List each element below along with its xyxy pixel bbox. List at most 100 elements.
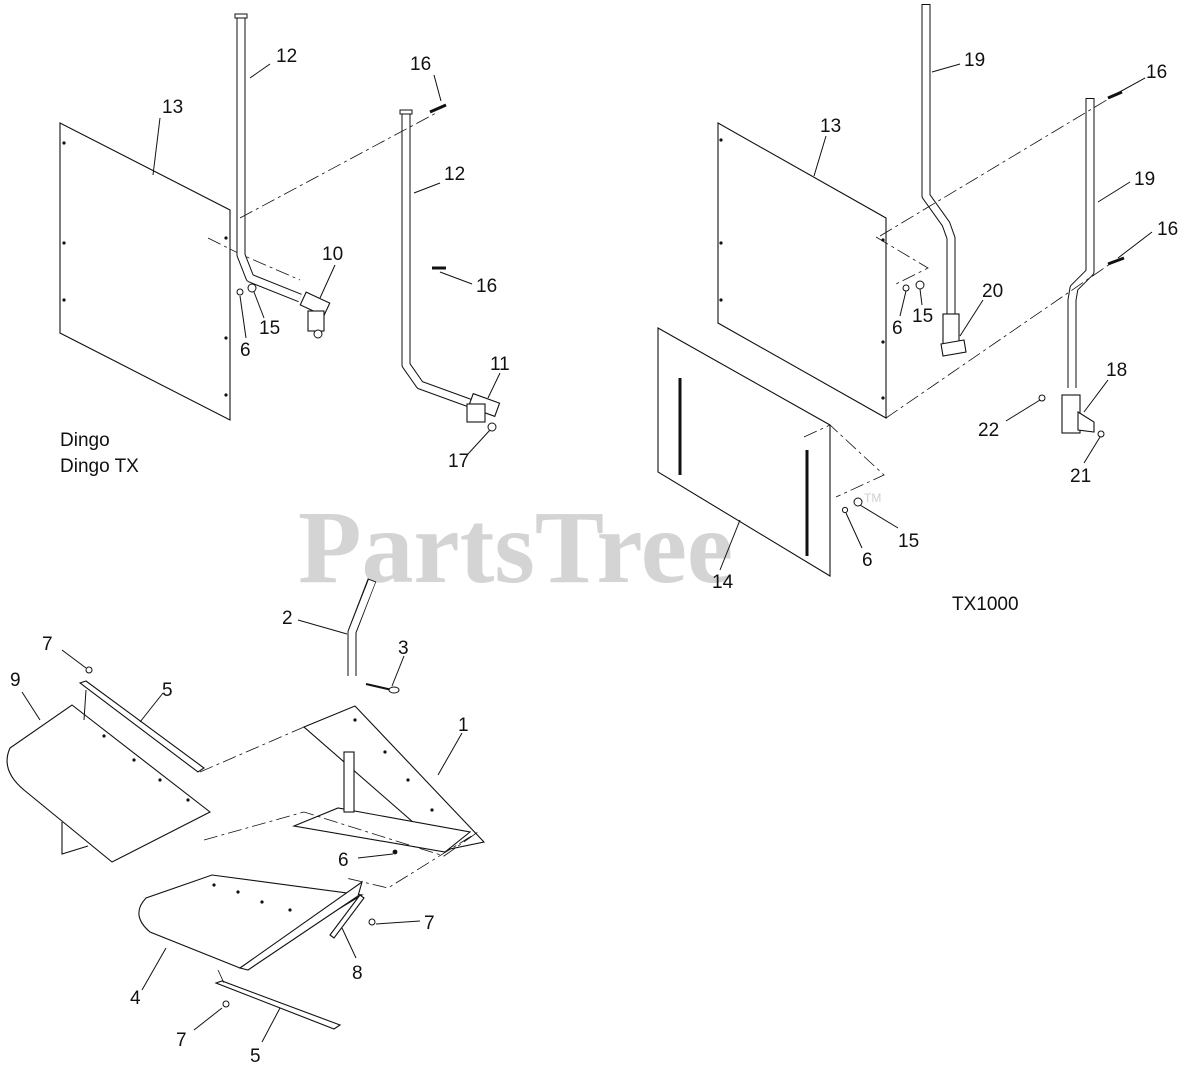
alignment-line-tx-bottom [885,263,1111,419]
leader-7-right [375,920,421,925]
strip-5-bottom [214,980,342,1030]
pin-16-tx-top [1107,90,1123,100]
alignment-line-tx-top [879,97,1111,237]
leader-8 [341,927,357,959]
callout-15-tx: 15 [912,306,933,327]
callout-2: 2 [282,608,293,629]
bracket-1-bottom [292,807,472,853]
leader-6-deck [357,853,394,859]
tx1000-assembly: 19 16 13 19 16 20 15 6 18 22 21 15 6 14 … [657,4,1178,615]
leader-5-top [139,692,164,723]
leader-18 [1083,379,1109,413]
deck-panel-9 [6,704,212,863]
alignment-line-dingo [239,111,439,219]
callout-1: 1 [458,715,469,736]
deck-4-holes [212,883,292,912]
nut-22 [1038,394,1046,402]
leader-7-bottom [193,1007,223,1031]
bracket-1-top [302,705,486,851]
deck-assembly: 2 3 7 9 5 1 6 7 8 4 7 5 [6,578,486,1067]
watermark-brand: PartsTree [298,490,733,605]
callout-3: 3 [398,638,409,659]
callout-15-tx-low: 15 [898,531,919,552]
leader-10 [319,264,336,299]
strip-5-top-pin [83,689,87,721]
nut-6-tx [902,284,910,292]
callout-21: 21 [1070,466,1091,487]
callout-7-bottom: 7 [176,1030,187,1051]
bolt-7-top [85,666,93,674]
bracket-1-post [343,751,355,813]
caption-dingo: Dingo [60,430,110,451]
callout-16-tx-top: 16 [1146,62,1167,83]
callout-19-left: 19 [964,50,985,71]
washer-15-dingo [247,283,257,293]
callout-4: 4 [130,988,141,1009]
callout-12-right: 12 [444,164,465,185]
leader-14 [719,519,741,571]
leader-20 [959,299,984,337]
callout-18: 18 [1106,360,1127,381]
bolt-7-bottom [222,1000,230,1008]
callout-6-dingo: 6 [240,340,251,361]
caption-dingo-tx: Dingo TX [60,456,139,477]
panel-13-tx [717,122,887,419]
leader-15-tx-low [859,504,899,529]
callout-6-tx-low: 6 [862,550,873,571]
dingo-assembly: 12 13 16 12 10 16 15 6 11 17 Dingo Dingo… [59,13,510,477]
callout-5-top: 5 [162,680,173,701]
bolt-7-right [368,918,376,926]
leader-13-tx [813,135,827,177]
leader-5-bottom [261,1007,281,1043]
phantom-tab-14 [803,424,885,498]
handle-2 [347,578,377,676]
phantom-deck-middle [203,811,479,889]
callout-16-tx-mid: 16 [1157,219,1178,240]
washer-15-tx-low [853,497,863,507]
bracket-20 [940,313,967,357]
callout-8: 8 [352,963,363,984]
leader-9 [21,691,41,721]
leader-7-top [61,649,87,669]
phantom-tab-tx [875,236,929,285]
pin-16-dingo-top [429,103,447,114]
callout-17: 17 [448,451,469,472]
nut-6-tx-low [841,506,849,514]
leader-16-dingo-mid [439,271,473,285]
leader-16-tx-top [1115,77,1146,95]
phantom-deck-bottom [217,969,225,984]
leader-13-dingo [152,117,161,176]
callout-6-deck: 6 [338,850,349,871]
leader-3 [391,655,405,687]
deck-4-lip [238,880,363,971]
callout-9: 9 [10,670,21,691]
callout-5-bottom: 5 [250,1046,261,1067]
strip-8 [329,894,365,939]
callout-13-tx: 13 [820,116,841,137]
callout-16-dingo-top: 16 [410,54,431,75]
leader-15-tx [919,288,923,306]
callout-15-dingo: 15 [259,318,280,339]
bracket-1-holes [353,718,434,855]
leader-12-left [249,63,271,79]
leader-19-right [1097,181,1131,203]
watermark-trademark: TM [864,491,881,505]
leader-6-dingo [239,295,247,339]
callout-10: 10 [322,244,343,265]
callout-7-right: 7 [424,913,435,934]
leader-17 [467,429,491,455]
panel-holes [62,141,228,397]
post-19-left [921,4,956,318]
post-19-right [1067,98,1095,388]
leader-22 [1005,399,1041,422]
deck-9-holes [102,734,190,802]
callout-20: 20 [982,281,1003,302]
leader-21 [1083,436,1101,464]
leader-6-tx [899,290,907,317]
leader-12-right [413,182,441,194]
caption-tx1000: TX1000 [952,594,1019,615]
bolt-21 [1097,430,1105,438]
pin-16-tx-mid [1107,256,1125,266]
deck-9-support [61,822,89,855]
